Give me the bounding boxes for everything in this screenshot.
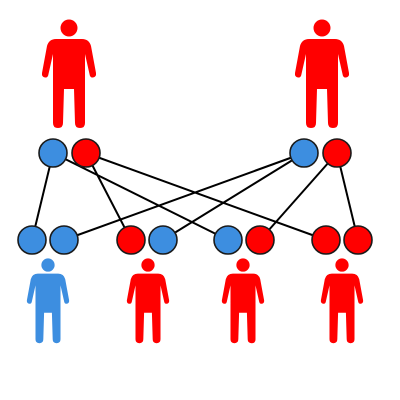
offspring-1-person-icon — [26, 258, 70, 344]
cross-line-p1-left-to-o3-left — [52, 152, 229, 241]
offspring-2-allele-right — [148, 225, 178, 255]
parent-2 — [289, 19, 352, 168]
offspring-3-person-icon — [221, 258, 265, 344]
cross-line-p1-right-to-o2-left — [85, 152, 132, 241]
offspring-3-allele-right — [245, 225, 275, 255]
cross-line-p1-left-to-o1-left — [31, 152, 54, 241]
cross-line-p1-right-to-o4-left — [85, 152, 327, 241]
cross-line-p2-right-to-o4-right — [336, 152, 359, 241]
offspring-1 — [17, 225, 79, 344]
parent-2-allele-right — [322, 138, 352, 168]
parent-1 — [38, 19, 101, 168]
offspring-4 — [311, 225, 373, 344]
cross-line-p2-right-to-o3-right — [259, 152, 338, 241]
offspring-2 — [116, 225, 178, 344]
parent-1-allele-left — [38, 138, 68, 168]
cross-line-p2-left-to-o2-right — [162, 152, 305, 241]
parent-1-person-icon — [41, 19, 97, 128]
parent-2-allele-left — [289, 138, 319, 168]
cross-lines — [31, 152, 359, 241]
offspring-3-allele-left — [213, 225, 243, 255]
offspring-4-allele-left — [311, 225, 341, 255]
offspring-3 — [213, 225, 275, 344]
cross-line-p2-left-to-o1-right — [63, 152, 305, 241]
offspring-4-allele-right — [343, 225, 373, 255]
offspring-generation — [17, 225, 373, 344]
offspring-1-allele-right — [49, 225, 79, 255]
offspring-2-allele-left — [116, 225, 146, 255]
offspring-4-person-icon — [320, 258, 364, 344]
parent-generation — [38, 19, 352, 168]
offspring-1-allele-left — [17, 225, 47, 255]
offspring-2-person-icon — [126, 258, 170, 344]
parent-1-allele-right — [71, 138, 101, 168]
parent-2-person-icon — [294, 19, 350, 128]
